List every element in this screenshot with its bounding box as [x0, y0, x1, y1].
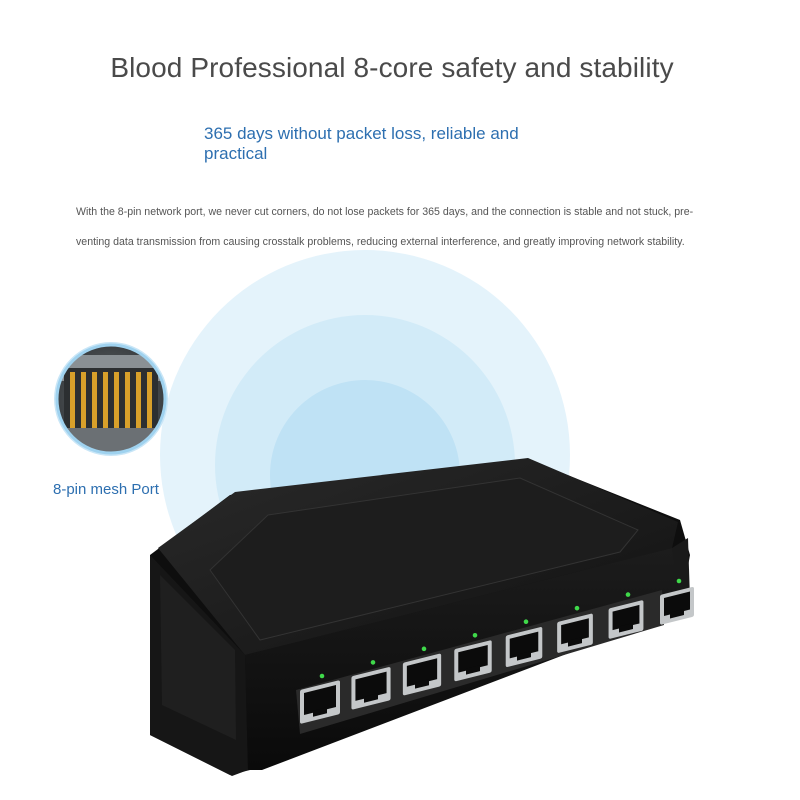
- port-status-led: [523, 619, 529, 625]
- ethernet-port: [351, 667, 391, 710]
- ethernet-port: [660, 586, 694, 625]
- ethernet-port: [454, 640, 492, 682]
- port-status-led: [625, 592, 631, 597]
- page-title: Blood Professional 8-core safety and sta…: [110, 52, 674, 83]
- ethernet-port: [300, 680, 340, 724]
- port-callout-label: 8-pin mesh Port: [53, 481, 159, 498]
- port-status-led: [421, 646, 427, 652]
- port-status-led: [319, 673, 325, 679]
- ethernet-port: [505, 627, 543, 667]
- ethernet-ports: [300, 578, 694, 724]
- ethernet-port: [608, 600, 644, 639]
- description-line-2: venting data transmission from causing c…: [76, 236, 685, 248]
- rj45-pins-closeup-icon: [54, 342, 168, 456]
- ethernet-port: [402, 653, 442, 696]
- ethernet-port: [557, 613, 593, 653]
- port-status-led: [370, 660, 376, 665]
- port-status-led: [676, 578, 682, 584]
- port-status-led: [472, 632, 478, 638]
- port-status-led: [574, 605, 580, 611]
- page-subtitle: 365 days without packet loss, reliable a…: [204, 124, 519, 163]
- description-line-1: With the 8-pin network port, we never cu…: [76, 206, 694, 218]
